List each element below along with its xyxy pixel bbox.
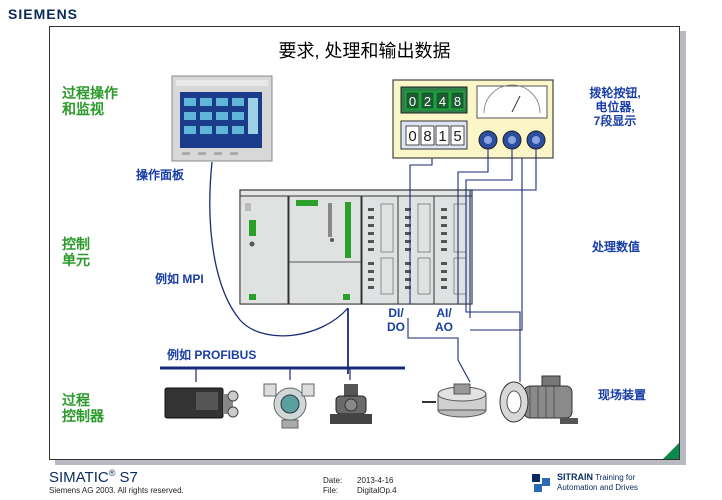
sitrain-label: SITRAIN Training for Automation and Driv… [557, 472, 638, 492]
thumbwheel-digit-2: 2 [424, 94, 431, 109]
sitrain-icon [532, 474, 550, 492]
thumbwheel-digit-3: 4 [439, 94, 446, 109]
label-mpi: 例如 MPI [155, 272, 204, 286]
label-ai-ao: AI/ AO [435, 306, 453, 334]
label-hmi: 过程操作 和监视 [62, 85, 118, 117]
label-operator-panel: 操作面板 [136, 168, 185, 182]
thumbwheel-digit-1: 0 [409, 94, 416, 109]
segment-digit-3: 1 [438, 128, 446, 145]
footer-copyright: Siemens AG 2003. All rights reserved. [49, 486, 184, 495]
load-cell-device [422, 383, 487, 418]
transmitter-device [263, 383, 315, 429]
segment-digit-4: 5 [453, 128, 461, 145]
valve-device [330, 384, 372, 424]
thumbwheel-digit-4: 8 [454, 94, 461, 109]
mpi-cable [209, 161, 349, 337]
label-profibus: 例如 PROFIBUS [167, 348, 257, 362]
footer-meta: Date:2013-4-16 File:DigitalOp.4 [323, 476, 397, 495]
seven-segment-display: 0 8 1 5 [405, 125, 465, 146]
label-field-controller: 过程 控制器 [62, 392, 104, 424]
positioner-device [164, 387, 239, 419]
plc-rack [239, 189, 473, 305]
label-field-devices: 现场装置 [598, 388, 647, 402]
corner-marker [663, 443, 679, 459]
siemens-logo: SIEMENS [8, 6, 79, 22]
label-control-unit: 控制 单元 [62, 236, 90, 268]
segment-digit-1: 0 [408, 128, 416, 145]
io-wiring [407, 149, 537, 383]
thumbwheel-display: 0 2 4 8 [405, 91, 465, 110]
control-panel [392, 79, 554, 159]
slide-title: 要求, 处理和输出数据 [278, 41, 451, 61]
label-di-do: DI/ DO [387, 306, 405, 334]
motor-device [499, 375, 578, 424]
label-process-values: 处理数值 [592, 240, 641, 254]
footer-product: SIMATIC® S7 [49, 468, 138, 486]
label-hmi-inputs: 拨轮按钮, 电位器, 7段显示 [589, 86, 641, 128]
operator-panel [171, 75, 273, 162]
segment-digit-2: 8 [423, 128, 431, 145]
